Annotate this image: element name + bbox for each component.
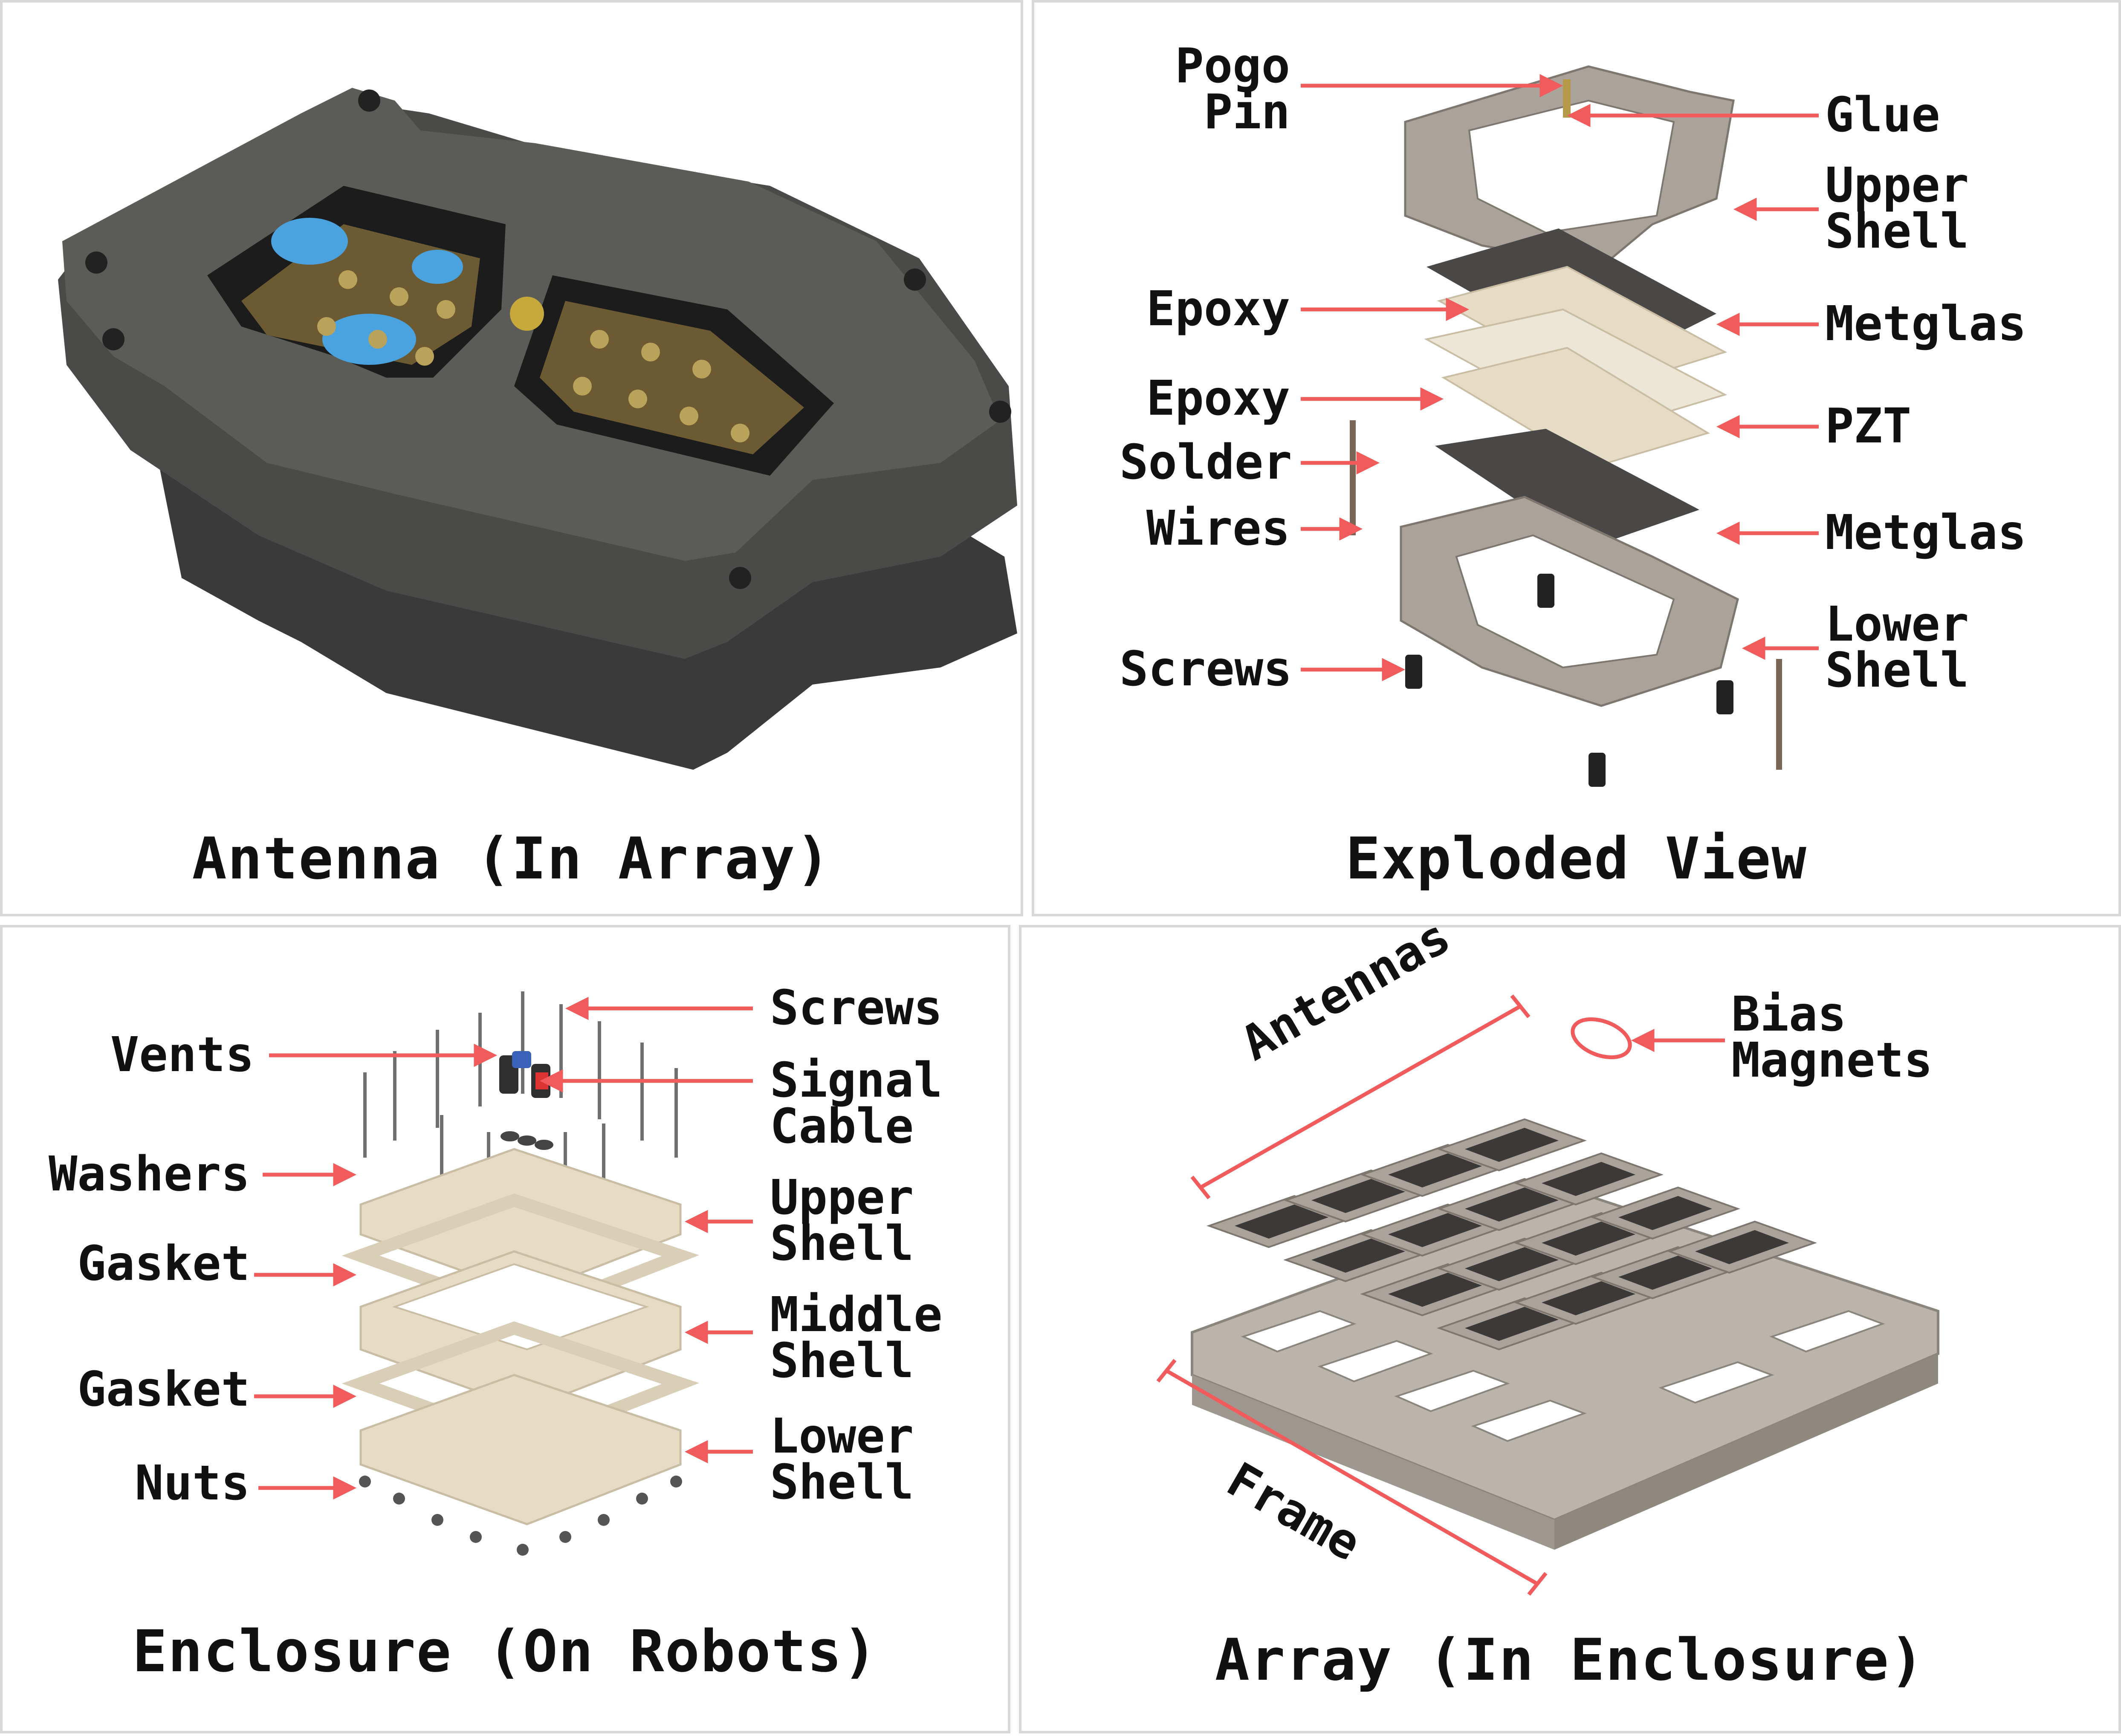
frame-windows xyxy=(1241,1310,1885,1442)
pogo-pin-part xyxy=(1563,79,1571,118)
label-gasket-1: Gasket xyxy=(77,1236,250,1291)
label-solder: Solder xyxy=(1120,435,1292,490)
label-wires: Wires xyxy=(1146,501,1290,556)
label-vents: Vents xyxy=(110,1027,254,1083)
frame-side xyxy=(1192,1375,1554,1550)
pogo-pin-photo xyxy=(510,297,544,331)
wire-right xyxy=(1776,659,1782,770)
annotation-arrows xyxy=(1301,74,1819,682)
blue-tape xyxy=(412,250,463,284)
label-metglas-2: Metglas xyxy=(1825,505,2027,560)
array-diagram xyxy=(1156,994,1939,1596)
washer-parts xyxy=(501,1131,553,1150)
frame-side xyxy=(1554,1354,1938,1550)
label-nuts: Nuts xyxy=(135,1456,250,1511)
caption-array: Array (In Enclosure) xyxy=(1215,1626,1925,1693)
metglas-lower xyxy=(1435,429,1699,548)
blue-tape xyxy=(271,218,348,265)
label-epoxy-1: Epoxy xyxy=(1146,281,1290,337)
antenna-photo xyxy=(58,88,1017,770)
panel-antenna: Antenna (In Array) xyxy=(0,0,1023,916)
screw-parts xyxy=(1405,574,1733,787)
label-epoxy-2: Epoxy xyxy=(1146,371,1290,426)
lower-shell-plate xyxy=(359,1374,682,1525)
nut-parts xyxy=(359,1476,682,1556)
label-pzt: PZT xyxy=(1825,399,1912,454)
wire-left xyxy=(1350,420,1356,535)
annotation-arrows xyxy=(254,997,753,1500)
label-gasket-2: Gasket xyxy=(77,1362,250,1417)
enclosure-diagram xyxy=(254,991,753,1556)
label-metglas-1: Metglas xyxy=(1825,296,2027,352)
upper-shell-window xyxy=(1468,99,1675,234)
antenna-modules xyxy=(1207,1118,1817,1351)
screw-holes xyxy=(85,90,1011,589)
rivet-dots xyxy=(317,270,749,442)
bias-magnet-highlight xyxy=(1571,1017,1632,1060)
label-glue: Glue xyxy=(1825,87,1940,143)
upper-shell-plate xyxy=(359,1148,682,1295)
label-screws: Screws xyxy=(770,980,943,1036)
caption-enclosure: Enclosure (On Robots) xyxy=(132,1618,878,1685)
vent-cap xyxy=(512,1051,531,1068)
label-washers: Washers xyxy=(48,1147,250,1202)
annotation-arrows xyxy=(1156,994,1725,1596)
caption-antenna: Antenna (In Array) xyxy=(192,825,831,892)
caption-exploded-view: Exploded View xyxy=(1346,825,1807,892)
exploded-diagram xyxy=(1301,65,1819,787)
lower-shell-window xyxy=(1455,534,1675,669)
label-screws: Screws xyxy=(1120,641,1292,697)
